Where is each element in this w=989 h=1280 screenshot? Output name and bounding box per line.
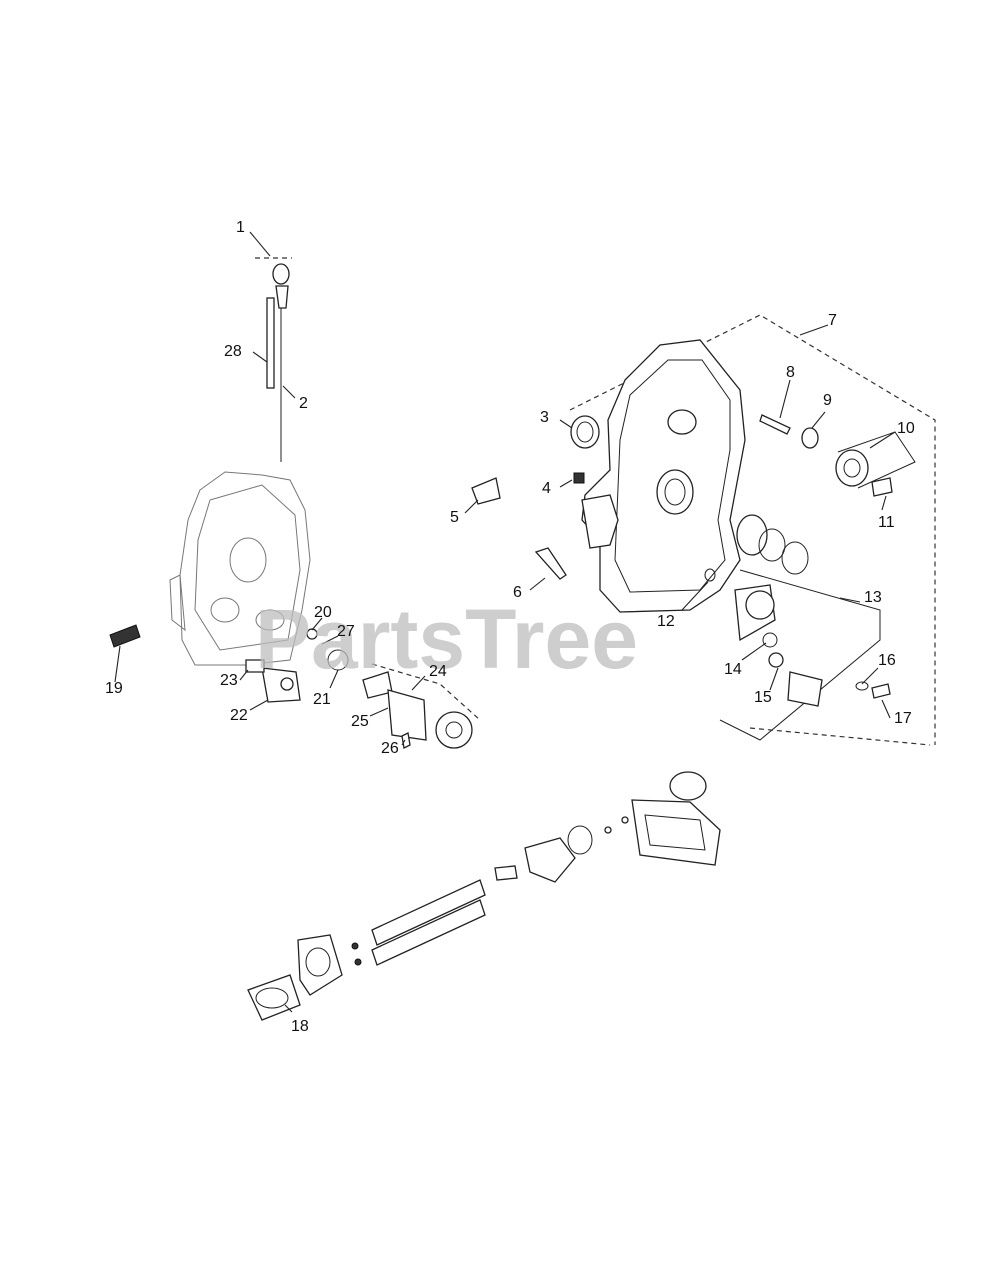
filter-adapter[interactable]: [524, 837, 576, 883]
callout-15: 15: [754, 689, 772, 706]
pump-seal[interactable]: [245, 659, 265, 673]
callout-16: 16: [878, 652, 896, 669]
dowel-pin[interactable]: [759, 414, 791, 435]
callout-28: 28: [224, 343, 242, 360]
callout-13: 13: [864, 589, 882, 606]
watermark-text: PartsTree: [255, 592, 638, 686]
callout-6: 6: [513, 584, 522, 601]
callout-1: 1: [236, 219, 245, 236]
cover-nut[interactable]: [573, 472, 585, 484]
cover-assembly-bracket: [569, 314, 936, 745]
pump-gear[interactable]: [435, 711, 473, 749]
callout-8: 8: [786, 364, 795, 381]
crankshaft-bore: [656, 469, 694, 515]
callout-19: 19: [105, 680, 123, 697]
oil-filter[interactable]: [247, 974, 301, 1021]
pump-screw[interactable]: [401, 732, 411, 749]
callout-2: 2: [299, 395, 308, 412]
callout-5: 5: [450, 509, 459, 526]
relief-valve[interactable]: [768, 652, 784, 668]
cooler-fitting[interactable]: [621, 816, 629, 824]
callout-11: 11: [878, 514, 895, 531]
drain-plug[interactable]: [471, 477, 501, 505]
callout-labels: 1 2 3 4 5 6 7 8 9 10 11 12 13 14 15 16 1…: [105, 219, 915, 1035]
dipstick-tube[interactable]: [266, 297, 275, 389]
oil-cooler[interactable]: [631, 799, 721, 866]
filter-mount[interactable]: [297, 934, 343, 996]
callout-20: 20: [314, 604, 332, 621]
callout-27: 27: [337, 623, 355, 640]
oil-pump-components: [245, 628, 481, 749]
cover-ear: [581, 494, 619, 549]
o-ring-large[interactable]: [758, 528, 786, 562]
washer[interactable]: [855, 681, 869, 691]
crankcase-cover-right: [569, 314, 936, 746]
cover-boss: [667, 409, 697, 435]
cooler-cap[interactable]: [669, 771, 707, 801]
callout-9: 9: [823, 392, 832, 409]
governor-gear[interactable]: [835, 449, 869, 487]
dipstick-cap[interactable]: [275, 285, 289, 309]
dipstick-assembly: [255, 257, 292, 462]
cover-bolt[interactable]: [534, 547, 567, 580]
callout-4: 4: [542, 480, 551, 497]
thrust-washer[interactable]: [801, 427, 819, 449]
pipe-fitting[interactable]: [109, 624, 141, 648]
leader-lines: [114, 231, 896, 1013]
callout-25: 25: [351, 713, 369, 730]
o-ring-tiny[interactable]: [704, 568, 716, 582]
callout-3: 3: [540, 409, 549, 426]
callout-18: 18: [291, 1018, 309, 1035]
pump-plug[interactable]: [280, 677, 294, 691]
callout-12: 12: [657, 613, 675, 630]
callout-7: 7: [828, 312, 837, 329]
gear-shaft[interactable]: [871, 477, 893, 497]
callout-24: 24: [429, 663, 447, 680]
callout-23: 23: [220, 672, 238, 689]
adapter-bolt[interactable]: [871, 683, 891, 699]
crank-seal[interactable]: [736, 514, 768, 556]
pump-rotor-gear[interactable]: [745, 590, 775, 620]
pump-o-ring[interactable]: [762, 632, 778, 648]
callout-21: 21: [313, 691, 331, 708]
crankcase-cover-left: [169, 471, 311, 666]
o-ring-small[interactable]: [781, 541, 809, 575]
hose-fitting[interactable]: [494, 865, 518, 881]
oil-seal[interactable]: [570, 415, 600, 449]
cooler-gasket[interactable]: [567, 825, 593, 855]
callout-17: 17: [894, 710, 912, 727]
oil-filter-adapter[interactable]: [787, 671, 823, 707]
callout-22: 22: [230, 707, 248, 724]
pump-cover[interactable]: [387, 689, 427, 741]
oil-cooler-assembly: [247, 771, 721, 1021]
oil-hose-2[interactable]: [371, 899, 486, 966]
callout-14: 14: [724, 661, 742, 678]
callout-10: 10: [897, 420, 915, 437]
oil-hose-1[interactable]: [371, 879, 486, 946]
dipstick-handle[interactable]: [272, 263, 290, 285]
callout-26: 26: [381, 740, 399, 757]
relief-spring[interactable]: [306, 628, 318, 640]
